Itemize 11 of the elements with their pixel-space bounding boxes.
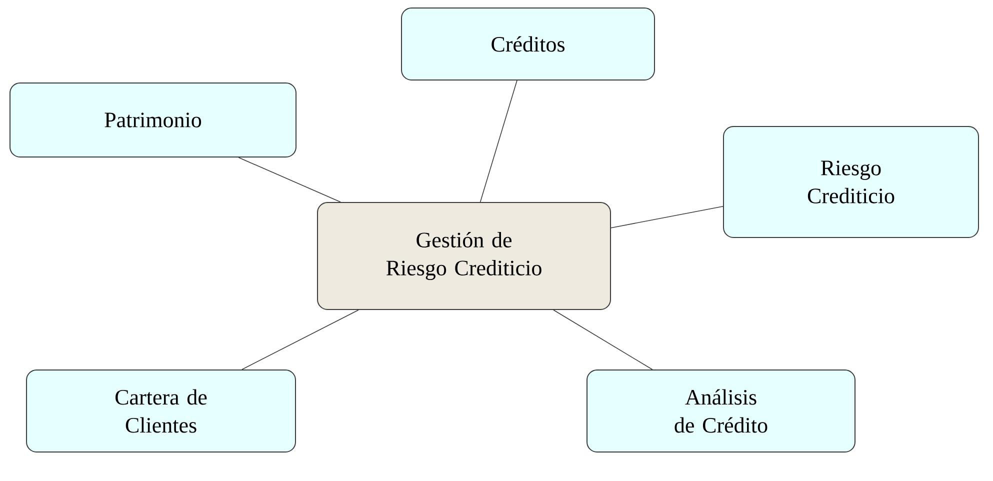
concept-box: Cartera de Clientes (26, 370, 296, 452)
connector-line (238, 157, 341, 202)
connector-line (610, 206, 724, 228)
connector-line (480, 80, 518, 202)
concept-box: Riesgo Crediticio (723, 126, 979, 238)
connector-line (553, 310, 653, 370)
concept-box: Análisis de Crédito (586, 370, 856, 452)
concept-box: Créditos (401, 8, 655, 80)
connector-line (242, 310, 359, 370)
topic-box: Gestión de Riesgo Crediticio (317, 202, 611, 310)
concept-box: Patrimonio (10, 82, 296, 158)
